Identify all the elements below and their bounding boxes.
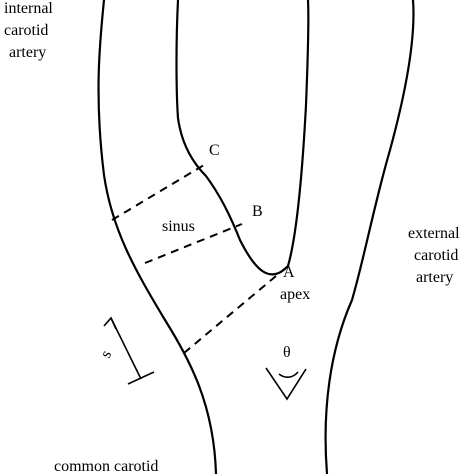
apex-label: apex [280, 286, 310, 303]
point-c-label: C [209, 142, 220, 159]
internal-carotid-label-line-2: carotid [4, 22, 48, 39]
section-line-b [144, 223, 243, 264]
external-carotid-inner-wall [286, 0, 310, 268]
common-carotid-label: common carotid [54, 458, 158, 474]
s-axis-tick [127, 371, 155, 385]
section-line-c [111, 164, 205, 221]
external-carotid-label-line-2: carotid [414, 247, 458, 264]
internal-carotid-label-line-3: artery [9, 44, 46, 61]
theta-label: θ [283, 344, 291, 361]
internal-carotid-label-line-1: internal [4, 0, 53, 17]
section-line-a [183, 265, 289, 354]
internal-carotid-outer-wall [97, 0, 218, 474]
sinus-label: sinus [162, 218, 195, 235]
s-axis-arrowhead [103, 316, 117, 330]
angle-theta-arc [278, 371, 299, 378]
s-axis-label: s [97, 348, 115, 361]
external-carotid-label-line-1: external [408, 225, 460, 242]
point-b-label: B [252, 203, 263, 220]
internal-carotid-inner-wall [175, 0, 290, 276]
external-carotid-outer-wall [324, 0, 415, 474]
external-carotid-label-line-3: artery [416, 269, 453, 286]
angle-theta-marker [265, 367, 307, 401]
point-a-label: A [283, 264, 295, 281]
